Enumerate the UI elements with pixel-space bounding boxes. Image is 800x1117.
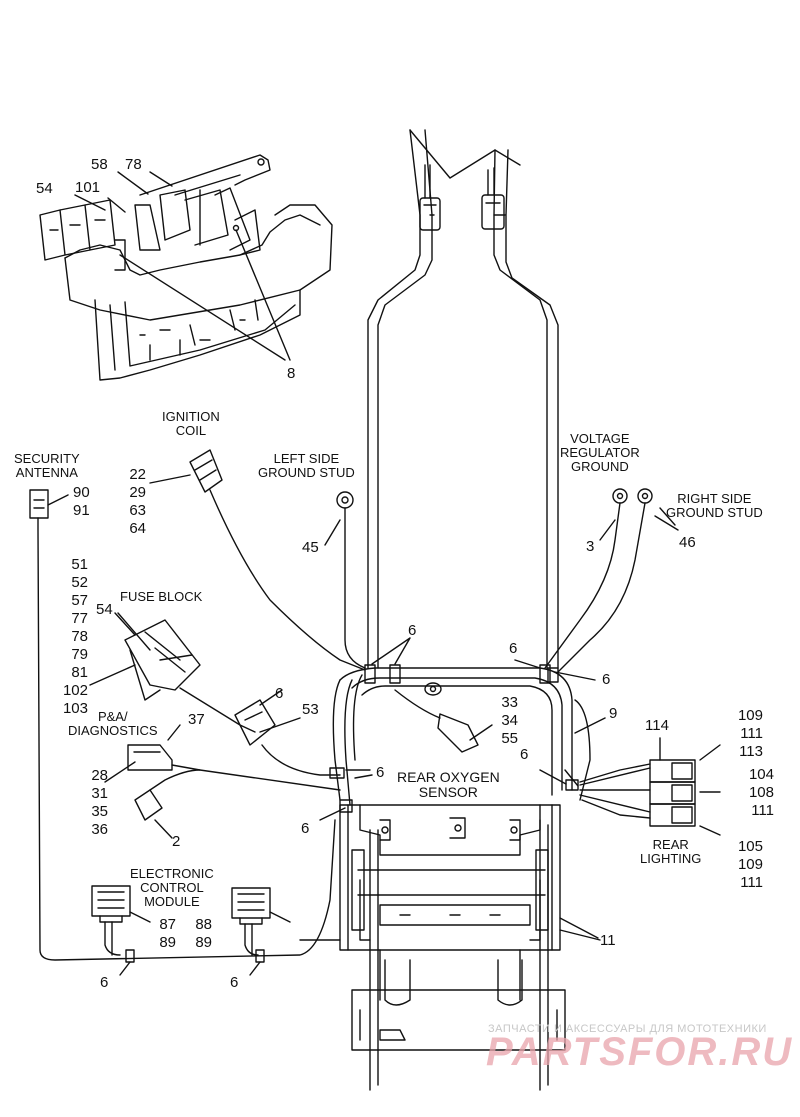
rear-oxygen-label: REAR OXYGEN SENSOR: [397, 769, 500, 800]
callout-2: 2: [172, 833, 181, 850]
ecm-label: ELECTRONIC CONTROL MODULE: [130, 866, 214, 909]
right-ground-part: [544, 488, 679, 673]
callout-37: 37: [188, 711, 205, 728]
watermark-logo: PARTSFOR.RU: [486, 1030, 794, 1074]
callout-101: 101: [75, 179, 101, 196]
left-ground-part: [324, 491, 366, 669]
ignition-coil-part: [149, 449, 366, 671]
callout-9: 9: [609, 705, 618, 722]
frame: [299, 804, 601, 1091]
callout-6-h: 6: [230, 974, 239, 991]
fuse-block-part: [89, 612, 341, 776]
ignition-coil-label: IGNITION COIL: [162, 409, 220, 438]
callout-6-g: 6: [100, 974, 109, 991]
security-antenna-label: SECURITY ANTENNA: [14, 451, 80, 480]
callout-8: 8: [287, 365, 296, 382]
rear-lighting-part: [579, 737, 721, 836]
leader-11: [559, 917, 599, 939]
left-ground-label: LEFT SIDE GROUND STUD: [258, 451, 355, 480]
callout-53: 53: [302, 701, 319, 718]
callout-6-f: 6: [520, 746, 529, 763]
callout-90: 90: [73, 484, 90, 501]
fuse-block-label: FUSE BLOCK: [120, 589, 203, 604]
callout-6-e: 6: [301, 820, 310, 837]
callout-6-c: 6: [602, 671, 611, 688]
callout-78-top: 78: [125, 156, 142, 173]
right-ground-label: RIGHT SIDE GROUND STUD: [666, 491, 763, 520]
rear-lighting-label: REAR LIGHTING: [640, 837, 702, 866]
bracket-assembly: [39, 154, 333, 381]
callout-6-d: 6: [376, 764, 385, 781]
callout-91: 91: [73, 502, 90, 519]
callout-6-a: 6: [408, 622, 417, 639]
pa-diagnostics-part: [104, 724, 341, 839]
callout-11: 11: [600, 932, 616, 949]
callout-6-b: 6: [509, 640, 518, 657]
callout-46: 46: [679, 534, 696, 551]
callout-58: 58: [91, 156, 108, 173]
voltage-regulator-label: VOLTAGE REGULATOR GROUND: [560, 431, 640, 474]
callout-54-top: 54: [36, 180, 53, 197]
callout-54-fuse: 54: [96, 601, 113, 618]
rear-oxygen-part: [394, 689, 493, 753]
security-antenna-part: [29, 489, 336, 961]
pa-diagnostics-label: P&A/ DIAGNOSTICS: [68, 709, 158, 738]
callout-3: 3: [586, 538, 595, 555]
main-harness: [367, 129, 559, 669]
callout-45: 45: [302, 539, 319, 556]
callout-6-fuse: 6: [275, 685, 284, 702]
harness-loops: [319, 637, 606, 821]
callout-114: 114: [645, 717, 669, 734]
watermark-tagline: ЗАПЧАСТИ И АКСЕССУАРЫ ДЛЯ МОТОТЕХНИКИ: [488, 1023, 767, 1035]
ecm-part: [91, 885, 291, 976]
